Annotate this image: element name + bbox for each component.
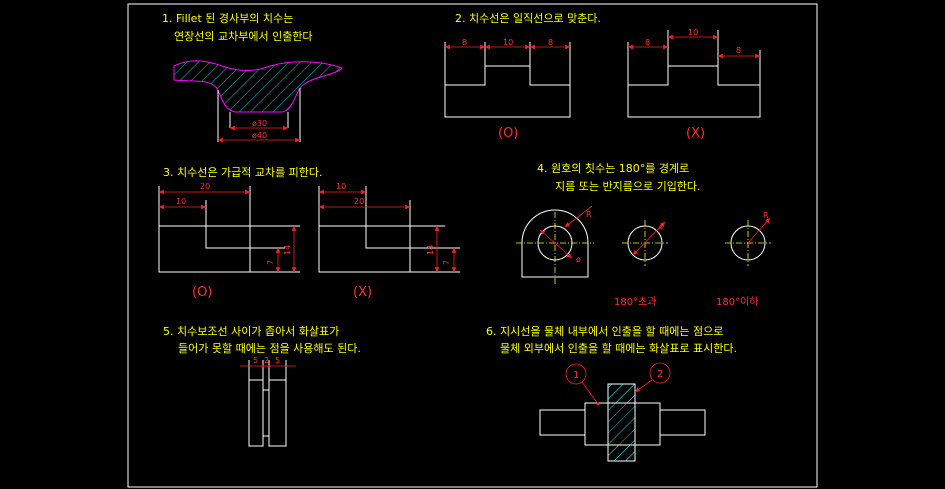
section-6-leaders: 6. 지시선을 물체 내부에서 인출을 할 때에는 점으로 물체 외부에서 인출…: [486, 325, 737, 462]
dim-10-c: 10: [176, 197, 186, 206]
thin-part: [248, 379, 287, 447]
dim-phi40: ø40: [252, 131, 267, 140]
mark-good-2: (O): [498, 126, 518, 141]
dim-7-a: 7: [266, 260, 275, 265]
rule-5-line-2: 들어가 못할 때에는 점을 사용해도 된다.: [178, 341, 361, 355]
mark-bad-3: (X): [353, 285, 372, 300]
dim-5-a: 5: [253, 356, 258, 365]
rule-3-line-1: 3. 치수선은 가급적 교차를 피한다.: [163, 166, 323, 179]
dim-rad-a: R: [586, 210, 592, 219]
rule-4-line-2: 지름 또는 반지름으로 기입한다.: [555, 180, 701, 193]
drawing-frame: [127, 3, 818, 488]
shaft-left: [539, 409, 586, 436]
mark-over-180: 180°초과: [614, 296, 657, 308]
section-5-dots: 5. 치수보조선 사이가 좁아서 화살표가 들어가 못할 때에는 점을 사용해도…: [163, 325, 361, 447]
l-part-good: [158, 225, 251, 273]
mark-bad-2: (X): [686, 126, 705, 141]
dim-8-d: 8: [736, 46, 741, 55]
dim-phi-a: ø: [576, 255, 581, 264]
rule-2-line-1: 2. 치수선은 일직선으로 맞춘다.: [455, 11, 601, 25]
fillet-part-hatched: [173, 60, 343, 113]
rule-1-line-1: 1. Fillet 된 경사부의 치수는: [162, 12, 293, 25]
stepped-part-good: [444, 65, 571, 118]
rule-5-line-1: 5. 치수보조선 사이가 좁아서 화살표가: [163, 325, 339, 338]
dim-14-b: 14: [426, 245, 435, 255]
dim-8-c: 8: [645, 38, 650, 47]
dim-5-b: 5: [275, 356, 280, 365]
balloon-2: [649, 362, 671, 384]
dim-7-b: 7: [442, 260, 451, 265]
dim-phi-b: ø: [659, 222, 664, 231]
dim-20-a: 20: [200, 182, 210, 191]
l-part-bad: [318, 225, 411, 273]
dim-rad-b: R: [763, 211, 769, 220]
section-1-fillet: 1. Fillet 된 경사부의 치수는 연장선의 교차부에서 인출한다 ø30…: [162, 12, 343, 143]
rule-1-line-2: 연장선의 교차부에서 인출한다: [174, 30, 313, 43]
shaft-right: [659, 409, 706, 436]
mark-good-3: (O): [192, 285, 212, 300]
mark-under-180: 180°이하: [716, 295, 759, 308]
section-4-arcs: 4. 원호의 칫수는 180°를 경계로 지름 또는 반지름으로 기입한다. R…: [516, 162, 771, 308]
balloon-2-label: 2: [657, 369, 663, 380]
rule-6-line-2: 물체 외부에서 인출을 할 때에는 화살표로 표시한다.: [500, 342, 737, 355]
rule-4-line-1: 4. 원호의 칫수는 180°를 경계로: [537, 162, 689, 175]
dim-phi30: ø30: [252, 119, 267, 128]
u-part: [521, 209, 589, 278]
dim-8-a: 8: [462, 38, 467, 47]
dim-20-b: 20: [354, 197, 364, 206]
dim-8-b: 8: [548, 38, 553, 47]
dim-2: 2: [264, 356, 269, 365]
stepped-part-bad: [627, 65, 761, 118]
balloon-1-label: 1: [573, 370, 579, 381]
dim-10-d: 10: [336, 182, 346, 191]
dim-14-a: 14: [283, 245, 292, 255]
rule-6-line-1: 6. 지시선을 물체 내부에서 인출을 할 때에는 점으로: [486, 325, 723, 338]
section-3-crossing: 3. 치수선은 가급적 교차를 피한다. 20 10 7 14 (O) 10 2…: [158, 166, 460, 300]
dim-10-b: 10: [688, 28, 698, 37]
dim-10-a: 10: [503, 38, 513, 47]
section-2-aligned: 2. 치수선은 일직선으로 맞춘다. 8 10 8 (O) 8 10 8 (X): [444, 11, 761, 141]
balloon-1: [565, 363, 587, 385]
